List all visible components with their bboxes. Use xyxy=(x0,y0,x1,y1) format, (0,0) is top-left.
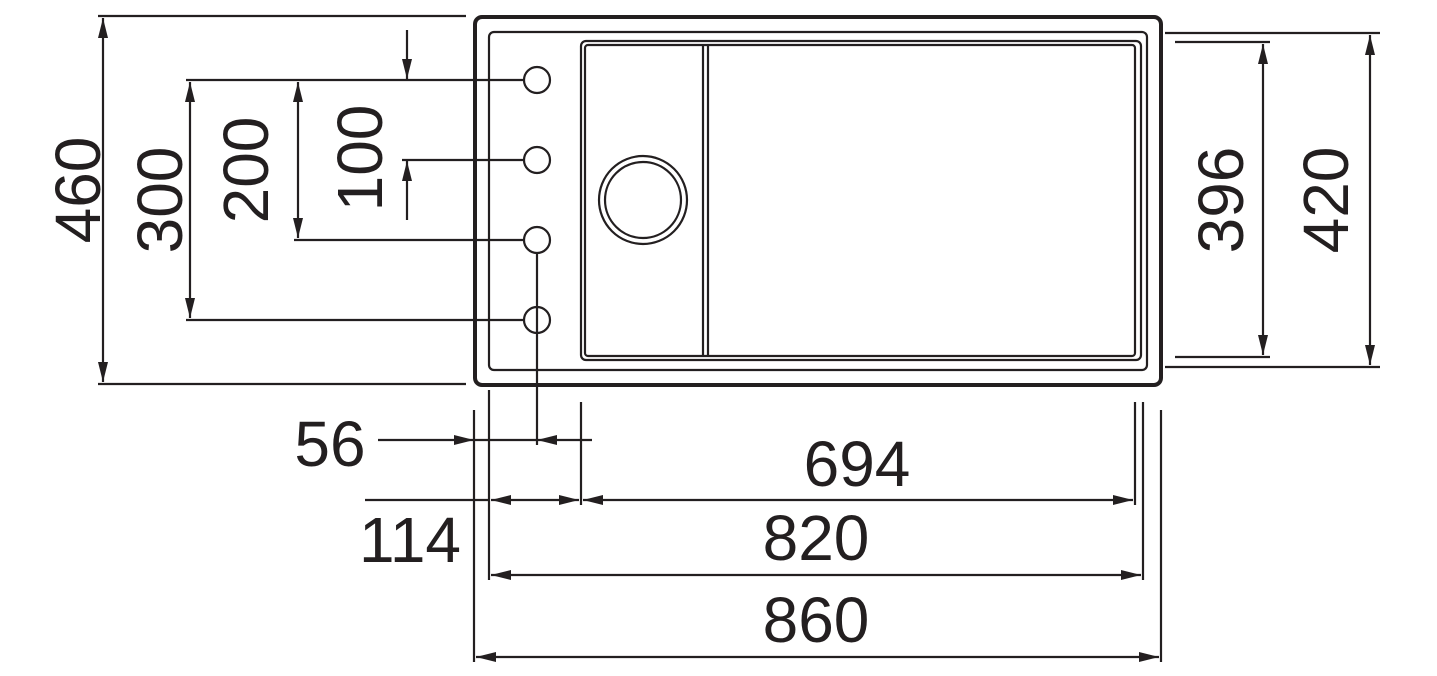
sink-outer-edge xyxy=(473,15,1163,387)
tap-hole-1 xyxy=(522,65,552,95)
dimension-label-56: 56 xyxy=(294,408,365,480)
bowl-inner xyxy=(583,43,1137,358)
dimension-56: 56 xyxy=(294,408,592,480)
bowl-outer xyxy=(579,39,1143,362)
dimension-label-100: 100 xyxy=(324,105,396,212)
dimension-860: 860 xyxy=(476,584,1159,662)
dimension-label-420: 420 xyxy=(1290,147,1362,254)
dimension-label-300: 300 xyxy=(124,147,196,254)
extension-lines xyxy=(472,253,1163,662)
dimension-100: 100 xyxy=(324,30,524,220)
dimension-label-114: 114 xyxy=(359,504,461,576)
dimension-820: 820 xyxy=(491,502,1141,580)
drain-outer xyxy=(597,154,689,246)
dimension-396: 396 xyxy=(1175,40,1270,359)
dimension-420: 420 xyxy=(1165,31,1380,369)
tap-hole-2 xyxy=(522,145,552,175)
sink-outline xyxy=(473,15,1163,387)
dimension-694: 694 xyxy=(583,428,1133,505)
dimension-300: 300 xyxy=(124,78,524,322)
dimension-460: 460 xyxy=(42,14,466,386)
dimension-label-694: 694 xyxy=(804,428,911,500)
dimension-200: 200 xyxy=(210,82,524,242)
tap-hole-3 xyxy=(522,225,552,255)
dimension-label-460: 460 xyxy=(42,137,114,244)
sink-inner-edge xyxy=(487,30,1149,372)
dimension-114: 114 xyxy=(359,495,579,576)
drain-inner xyxy=(603,160,683,240)
dimension-label-860: 860 xyxy=(763,584,870,656)
dimension-label-396: 396 xyxy=(1185,147,1257,254)
dimension-label-820: 820 xyxy=(763,502,870,574)
dimension-label-200: 200 xyxy=(210,117,282,224)
